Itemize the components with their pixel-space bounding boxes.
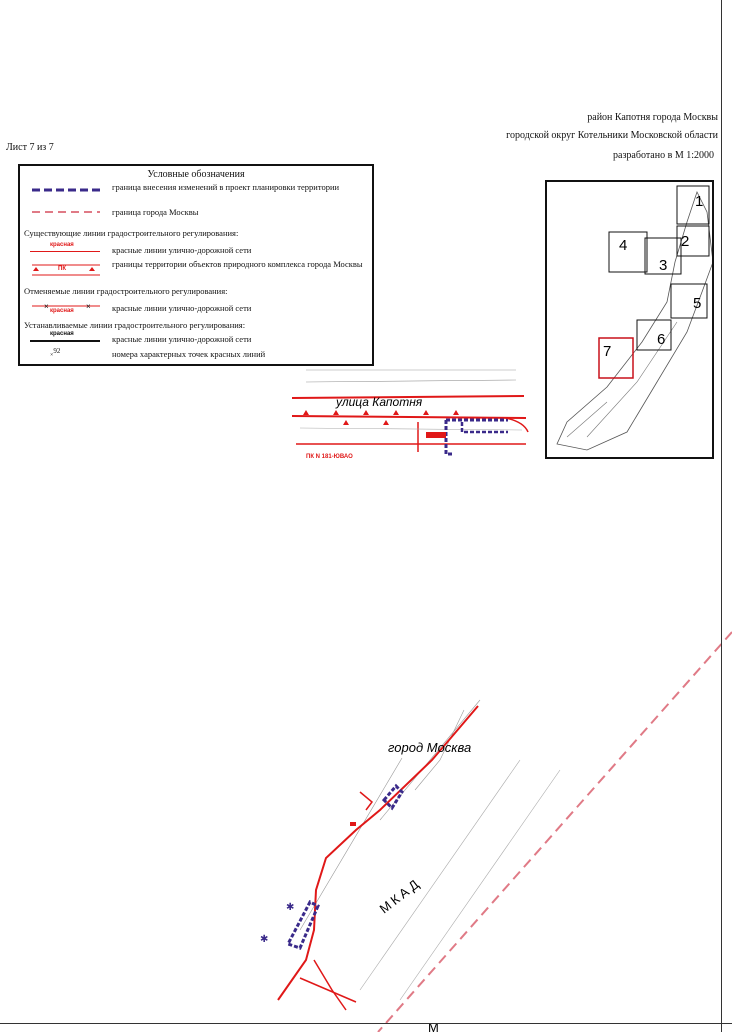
cancelled-sample: × × — [32, 302, 100, 311]
legend-red-lines: красные линии улично-дорожной сети — [112, 245, 252, 255]
district-title: район Капотня города Москвы — [587, 112, 718, 123]
legend-existing-header: Существующие линии градостроительного ре… — [24, 228, 239, 238]
street-label: улица Капотня — [335, 395, 423, 409]
page-border-bottom — [0, 1023, 732, 1024]
key-sheet-4-label: 4 — [619, 237, 627, 254]
svg-text:×: × — [86, 302, 91, 311]
legend-boundary-changes: граница внесения изменений в проект план… — [112, 182, 340, 192]
legend-pk-borders: границы территории объектов природного к… — [112, 259, 363, 269]
red-line-sample: красная — [30, 242, 100, 258]
svg-text:✱: ✱ — [286, 902, 294, 913]
change-boundary — [285, 900, 320, 950]
red-line-main — [277, 705, 479, 1001]
city-label: город Москва — [388, 740, 471, 755]
key-sheet-1-label: 1 — [695, 193, 703, 210]
red-line-sample-label: красная — [50, 242, 74, 248]
key-sheet-3[interactable]: 3 — [644, 237, 682, 275]
key-sheet-7-active[interactable]: 7 — [598, 337, 634, 379]
key-sheet-6[interactable]: 6 — [636, 319, 672, 351]
svg-text:✱: ✱ — [260, 934, 268, 945]
sheet-number: Лист 7 из 7 — [6, 142, 54, 153]
pk-label: ПК N 181-ЮВАО — [306, 454, 353, 460]
city-border-line — [377, 631, 732, 1032]
legend-established-red-lines: красные линии улично-дорожной сети — [112, 334, 252, 344]
legend-title: Условные обозначения — [147, 169, 245, 180]
key-sheet-4[interactable]: 4 — [608, 231, 648, 273]
legend-city-border: граница города Москвы — [112, 207, 199, 217]
key-sheet-3-label: 3 — [659, 257, 667, 274]
legend-established-header: Устанавливаемые линии градостроительного… — [24, 320, 246, 330]
key-sheet-6-label: 6 — [657, 331, 665, 348]
pink-dashed-sample — [32, 211, 100, 213]
key-sheet-7-label: 7 — [603, 343, 611, 360]
key-sheet-5[interactable]: 5 — [670, 283, 708, 319]
pk-sample — [32, 264, 100, 276]
mkad-label: МКАД — [377, 875, 424, 917]
street-fragment-map: улица Капотня ПК N 181-ЮВАО — [291, 369, 529, 460]
point-number-sample: ×92 — [50, 347, 61, 359]
point-number-sample-label: 92 — [53, 347, 61, 355]
established-sample-label: красная — [50, 331, 74, 337]
cancelled-sample-label: красная — [50, 308, 74, 314]
scale-note: разработано в М 1:2000 — [613, 150, 714, 161]
key-sheet-1[interactable]: 1 — [676, 185, 710, 225]
key-sheet-5-label: 5 — [693, 295, 701, 312]
legend-panel: Условные обозначения граница внесения из… — [18, 164, 374, 366]
svg-text:×: × — [44, 302, 49, 311]
legend-cancelled-red-lines: красные линии улично-дорожной сети — [112, 303, 252, 313]
pk-sample-label: ПК — [58, 266, 66, 272]
key-map: 1 2 3 4 5 6 7 — [545, 180, 714, 459]
legend-point-numbers: номера характерных точек красных линий — [112, 349, 266, 359]
legend-cancelled-header: Отменяемые линии градостроительного регу… — [24, 286, 228, 296]
key-sheet-2-label: 2 — [681, 233, 689, 250]
key-map-svg: 1 2 3 4 5 6 7 — [556, 185, 714, 451]
bottom-label: М — [428, 1020, 439, 1032]
okrug-title: городской округ Котельники Московской об… — [506, 130, 718, 141]
key-map-outline — [556, 190, 714, 451]
established-sample: красная — [30, 331, 100, 348]
key-sheet-2[interactable]: 2 — [676, 225, 710, 257]
page-border-right — [721, 0, 722, 1032]
